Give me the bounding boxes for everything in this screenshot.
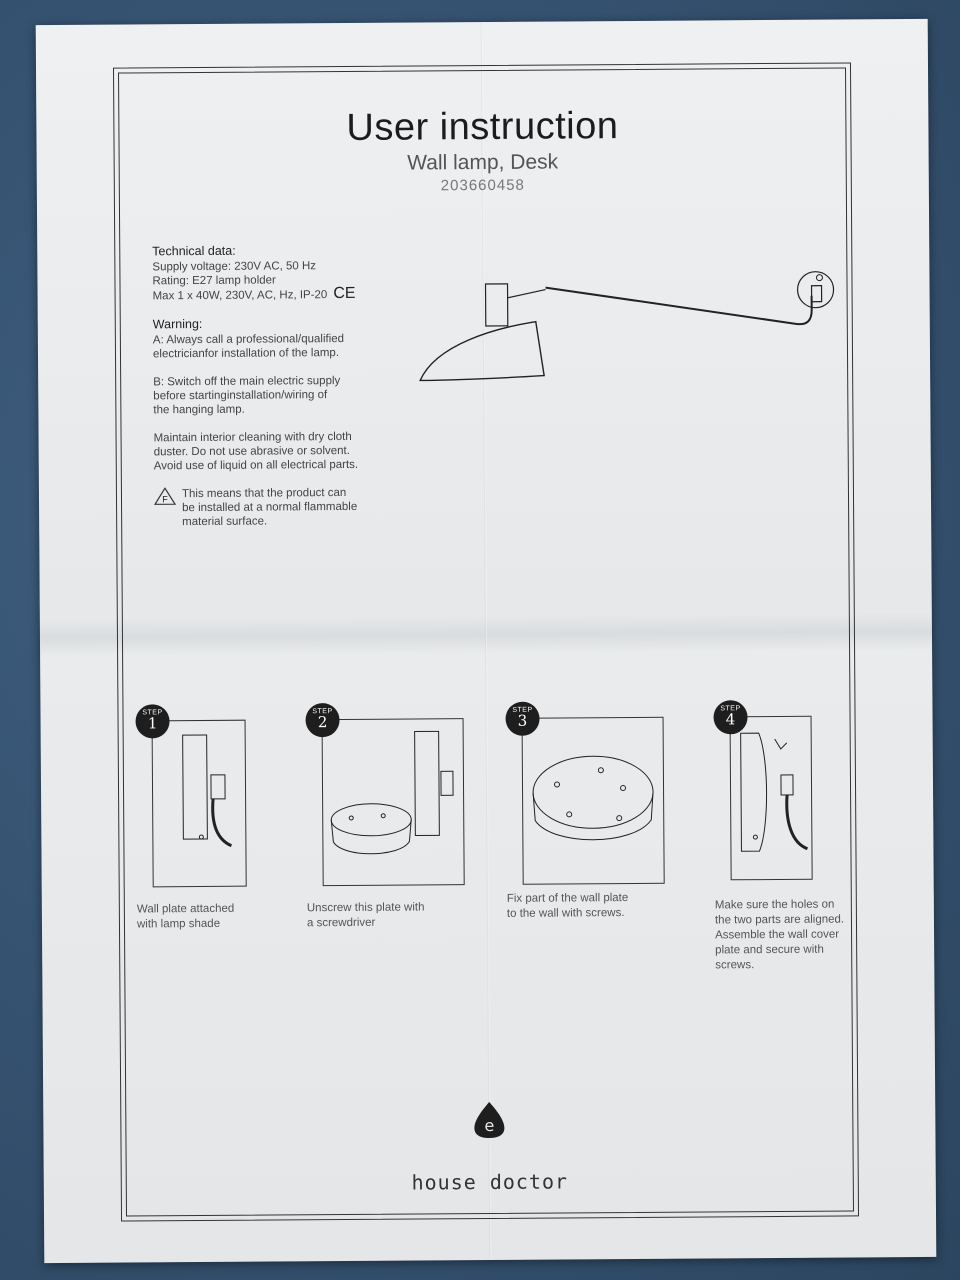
flammable-warning-icon: F xyxy=(153,487,177,505)
step-illustration xyxy=(521,716,665,885)
f-symbol: F xyxy=(162,494,168,504)
technical-data: Technical data: Supply voltage: 230V AC,… xyxy=(152,242,452,303)
tech-line: Max 1 x 40W, 230V, AC, Hz, IP-20 xyxy=(152,289,328,303)
instruction-sheet: User instruction Wall lamp, Desk 2036604… xyxy=(35,18,937,1264)
warning-line: the hanging lamp. xyxy=(153,403,245,417)
step-caption: Make sure the holes on the two parts are… xyxy=(714,898,845,972)
header: User instruction Wall lamp, Desk 2036604… xyxy=(36,103,929,197)
step-caption: Wall plate attached with lamp shade xyxy=(136,902,235,931)
flammable-note: F This means that the product can be ins… xyxy=(153,485,454,529)
wall-lamp-illustration xyxy=(419,271,835,382)
warning-heading: Warning: xyxy=(152,316,203,332)
warning-b: B: Switch off the main electric supply b… xyxy=(153,373,453,417)
flammable-line: material surface. xyxy=(182,515,268,529)
flammable-line: This means that the product can xyxy=(181,486,347,501)
double-border-frame xyxy=(112,62,860,1222)
info-column: Technical data: Supply voltage: 230V AC,… xyxy=(152,242,454,529)
technical-heading: Technical data: xyxy=(152,243,236,259)
cleaning-line: Avoid use of liquid on all electrical pa… xyxy=(153,458,359,473)
step-caption: Fix part of the wall plate to the wall w… xyxy=(506,892,629,920)
ce-mark: CE xyxy=(333,284,356,303)
step-caption: Unscrew this plate with a screwdriver xyxy=(306,901,425,930)
page-title: User instruction xyxy=(346,105,619,149)
warning-line: electricianfor installation of the lamp. xyxy=(152,347,340,361)
warning-a: Warning: A: Always call a professional/q… xyxy=(153,315,453,361)
product-name: Wall lamp, Desk xyxy=(407,150,559,175)
flammable-line: be installed at a normal flammable xyxy=(182,500,358,515)
cleaning-note: Maintain interior cleaning with dry clot… xyxy=(154,429,454,473)
step-illustration xyxy=(321,718,465,887)
step-illustration xyxy=(729,715,813,881)
svg-text:e: e xyxy=(484,1116,494,1135)
step-illustration xyxy=(151,719,247,888)
house-doctor-logo-icon: e xyxy=(43,1097,935,1148)
